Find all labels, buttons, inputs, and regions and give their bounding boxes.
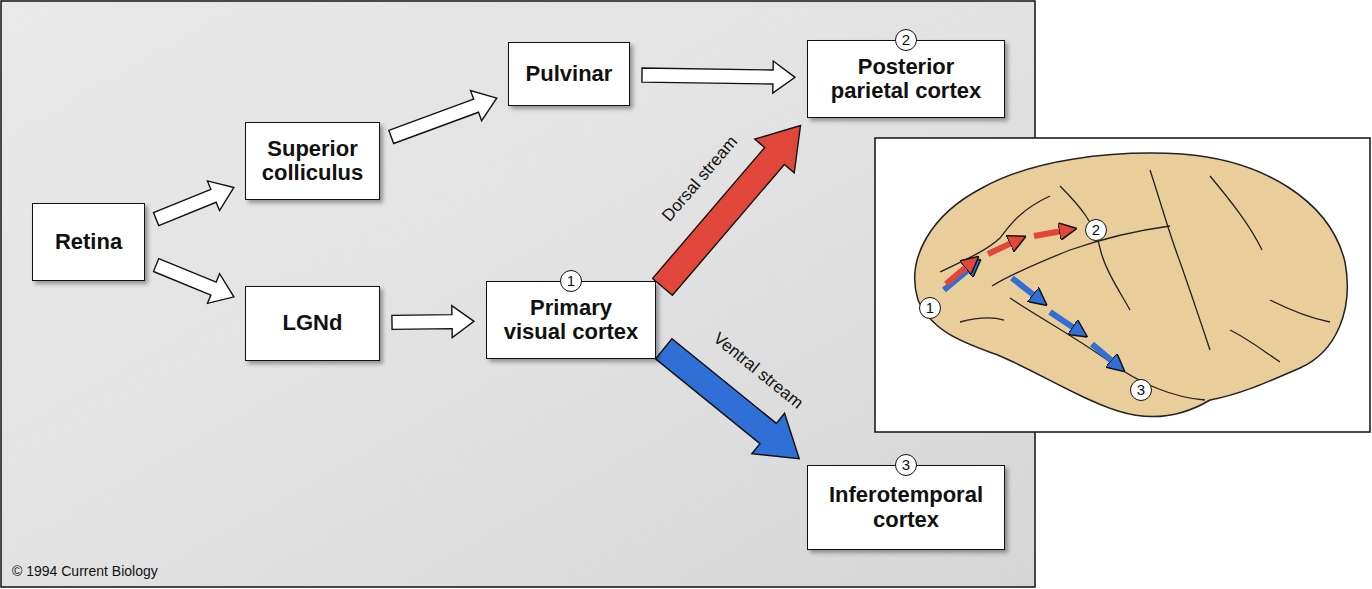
block-arrow	[653, 126, 801, 296]
box-label: Pulvinar	[526, 62, 613, 86]
block-arrow	[153, 259, 233, 304]
callout-number: 2	[895, 29, 917, 51]
copyright-note: © 1994 Current Biology	[12, 563, 158, 579]
process-box: LGNd	[245, 286, 380, 361]
box-label: Retina	[55, 230, 122, 254]
box-label: Posterior parietal cortex	[818, 55, 994, 103]
process-box: Pulvinar	[508, 42, 630, 106]
process-box: Primary visual cortex	[486, 281, 656, 359]
brain-stream-arrows	[944, 230, 1118, 366]
process-box: Posterior parietal cortex	[807, 40, 1005, 118]
block-arrow	[389, 91, 497, 144]
callout-number: 1	[919, 297, 941, 319]
box-label: Primary visual cortex	[497, 296, 645, 344]
inset-panel	[875, 138, 1370, 432]
box-label: Superior colliculus	[256, 137, 369, 185]
brain-sulci	[940, 170, 1330, 400]
brain-inset	[875, 138, 1370, 432]
process-box: Inferotemporal cortex	[807, 465, 1005, 550]
box-label: LGNd	[283, 311, 343, 335]
process-box: Retina	[32, 203, 145, 281]
block-arrow	[153, 181, 233, 226]
callout-number: 3	[1130, 379, 1152, 401]
callout-number: 2	[1085, 219, 1107, 241]
process-box: Superior colliculus	[245, 122, 380, 200]
block-arrow	[392, 306, 474, 338]
box-label: Inferotemporal cortex	[818, 483, 994, 531]
callout-number: 3	[895, 454, 917, 476]
block-arrow	[642, 61, 795, 93]
brain-outline	[915, 153, 1348, 417]
callout-number: 1	[560, 270, 582, 292]
